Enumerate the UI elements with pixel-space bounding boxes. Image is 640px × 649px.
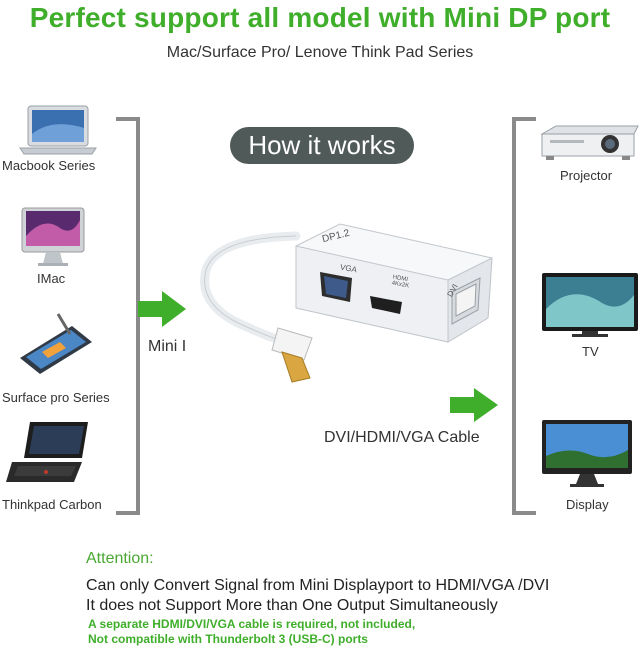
laptop-icon [6, 422, 88, 482]
output-arrow-label: DVI/HDMI/VGA Cable [324, 429, 480, 446]
subheadline: Mac/Surface Pro/ Lenove Think Pad Series [166, 44, 474, 61]
adapter-illustration [200, 223, 493, 383]
projector-icon [540, 125, 639, 160]
arrow-right-icon [138, 291, 186, 327]
headline: Perfect support all model with Mini DP p… [29, 2, 611, 33]
input-arrow-label: Mini I [148, 338, 187, 355]
attention-note: A separate HDMI/DVI/VGA cable is require… [88, 617, 416, 631]
input-label: Surface pro Series [2, 390, 110, 405]
output-bracket [512, 117, 536, 515]
input-label: IMac [37, 271, 66, 286]
arrow-right-icon [450, 388, 498, 422]
attention-heading: Attention: [86, 550, 154, 567]
imac-icon [21, 207, 85, 266]
input-label: Thinkpad Carbon [2, 497, 102, 512]
attention-note: Not compatible with Thunderbolt 3 (USB-C… [88, 632, 368, 646]
attention-line: Can only Convert Signal from Mini Displa… [86, 577, 550, 594]
tablet-icon [20, 313, 92, 374]
attention-line: It does not Support More than One Output… [86, 597, 498, 614]
how-it-works-badge: How it works [230, 127, 414, 164]
output-label: Display [566, 497, 609, 512]
output-label: TV [582, 344, 599, 359]
tv-icon [542, 273, 638, 337]
monitor-icon [542, 420, 632, 487]
input-label: Macbook Series [2, 158, 96, 173]
output-label: Projector [560, 168, 613, 183]
laptop-icon [19, 105, 97, 155]
input-bracket [116, 117, 140, 515]
